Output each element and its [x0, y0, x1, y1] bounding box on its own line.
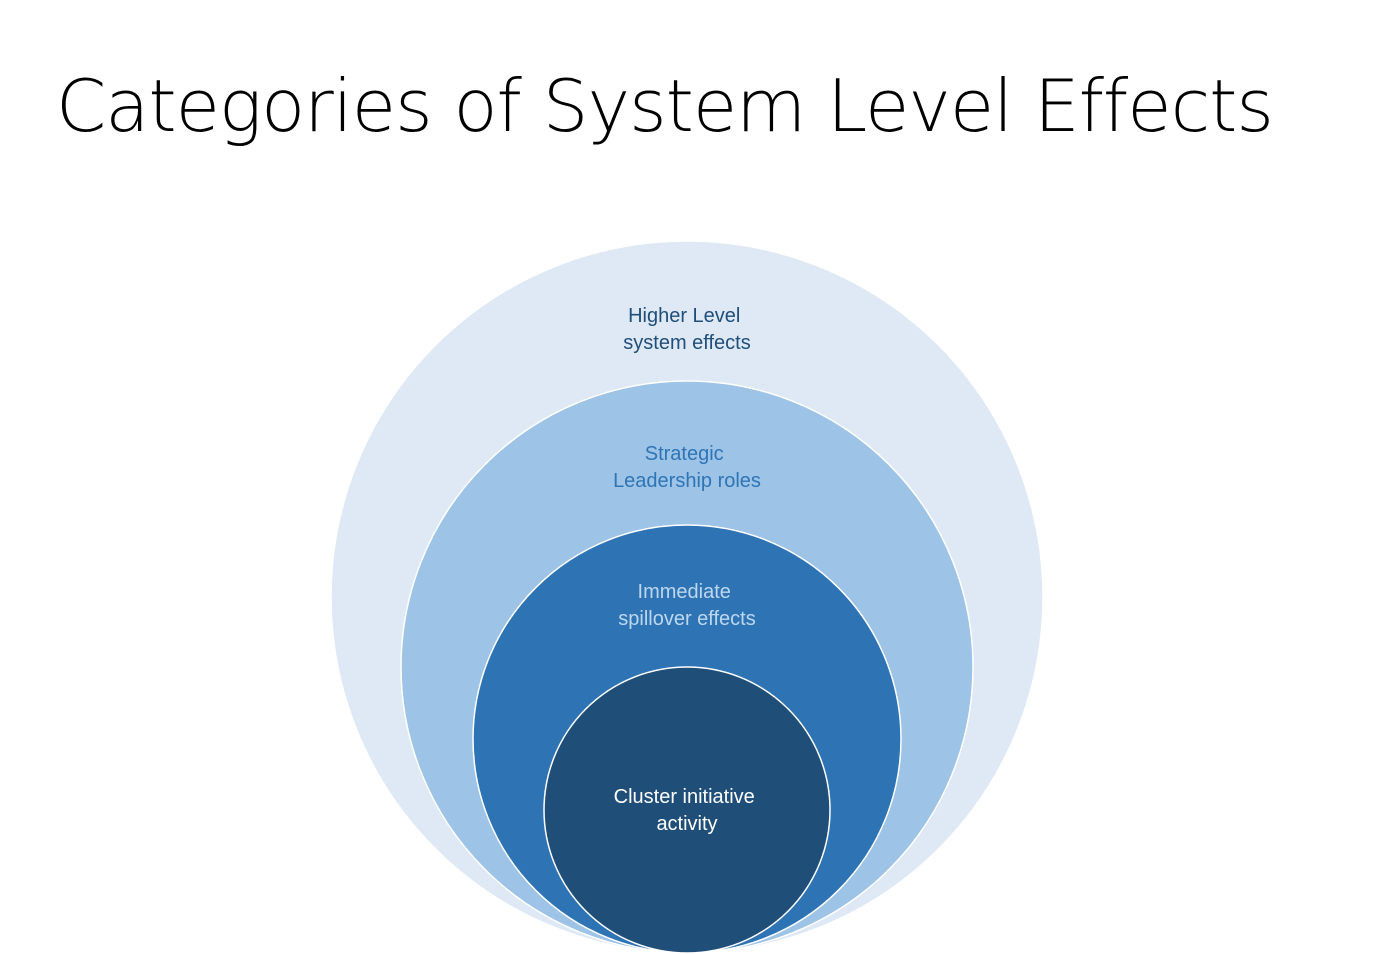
label-line-2: spillover effects — [618, 608, 755, 630]
slide-title: Categories of System Level Effects — [56, 64, 1274, 148]
label-line-1: Strategic — [645, 443, 724, 465]
label-cluster-initiative: Cluster initiative activity — [614, 786, 761, 835]
label-strategic-leadership: Strategic Leadership roles — [613, 443, 761, 492]
level-cluster-initiative: Cluster initiative activity — [543, 666, 831, 954]
label-line-2: activity — [656, 813, 717, 835]
label-line-1: Immediate — [638, 581, 731, 603]
label-line-2: Leadership roles — [613, 470, 761, 492]
label-line-2: system effects — [623, 332, 750, 354]
label-higher-system-effects: Higher Level system effects — [623, 305, 750, 354]
label-immediate-spillover: Immediate spillover effects — [618, 581, 755, 630]
label-line-1: Higher Level — [628, 305, 740, 327]
label-line-1: Cluster initiative — [614, 786, 755, 808]
circle-cluster-initiative — [543, 666, 831, 954]
